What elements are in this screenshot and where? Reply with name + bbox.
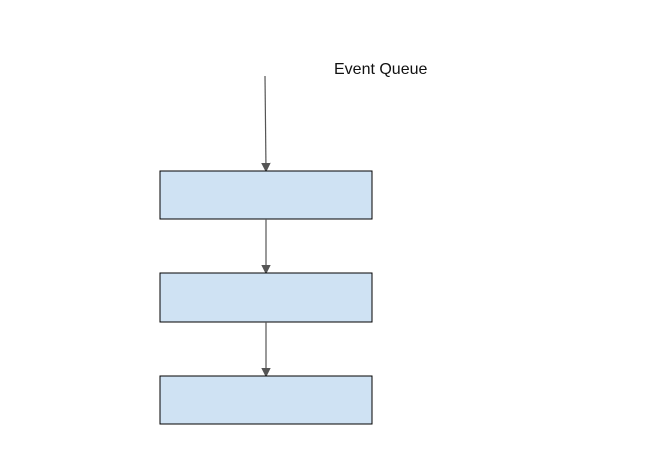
queue-box-1 — [159, 170, 373, 220]
incoming-arrow — [261, 75, 271, 173]
queue-box-2 — [159, 272, 373, 323]
event-queue-label: Event Queue — [334, 61, 428, 78]
queue-box-3 — [159, 375, 373, 425]
